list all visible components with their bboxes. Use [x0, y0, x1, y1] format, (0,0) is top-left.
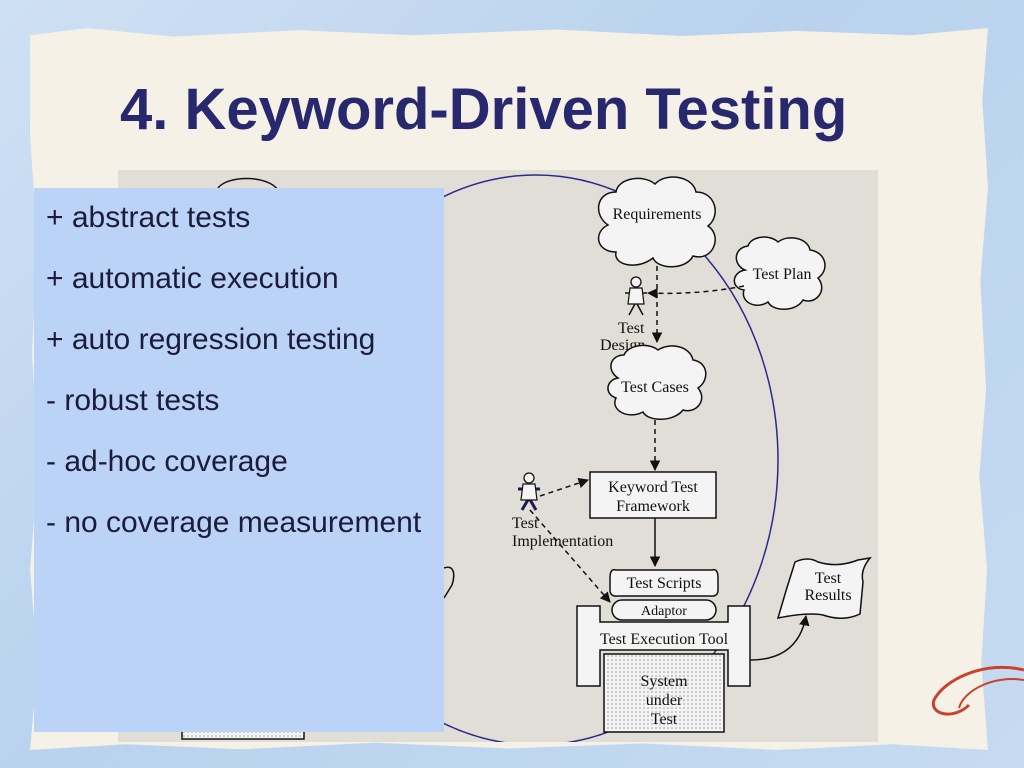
test-design-person-icon	[625, 276, 647, 316]
test-execution-tool-label: Test Execution Tool	[600, 631, 729, 648]
test-results-document	[776, 556, 872, 619]
arrow-tool-to-results	[749, 614, 810, 661]
test-scripts-label: Test Scripts	[627, 575, 702, 592]
bullet-item: - ad-hoc coverage	[46, 445, 288, 478]
test-plan-label: Test Plan	[753, 266, 812, 283]
bullet-item: + automatic execution	[46, 262, 339, 295]
arrow-plan-to-design	[646, 285, 745, 299]
test-results-label-2: Results	[804, 587, 851, 604]
hidden-doc-fragment	[443, 566, 455, 599]
test-execution-tool-box	[576, 605, 751, 687]
test-implementation-person-icon	[518, 472, 540, 511]
bullet-list: + abstract tests + automatic execution +…	[46, 198, 434, 542]
hidden-cloud-fragment	[217, 177, 279, 191]
test-results-label-1: Test	[815, 570, 842, 587]
test-scripts-box	[609, 568, 719, 597]
keyword-framework-label-1: Keyword Test	[608, 479, 698, 496]
keyword-framework-label-2: Framework	[616, 498, 690, 515]
test-implementation-label-1: Test	[512, 515, 539, 532]
sut-label-1: System	[640, 673, 688, 690]
test-cases-label: Test Cases	[621, 379, 689, 396]
sut-label-3: Test	[651, 711, 678, 728]
bullet-item: + abstract tests	[46, 201, 251, 234]
slide-title: 4. Keyword-Driven Testing	[120, 77, 848, 142]
decorative-swirl	[931, 665, 1024, 716]
test-cases-cloud	[607, 344, 707, 420]
requirements-label: Requirements	[613, 206, 702, 223]
test-design-label-1: Test	[618, 320, 645, 337]
bullet-panel: + abstract tests + automatic execution +…	[34, 188, 444, 732]
arrow-implementer-to-framework	[539, 478, 589, 497]
sut-label-2: under	[646, 692, 683, 709]
arrow-implementer-to-adaptor	[529, 509, 611, 603]
keyword-framework-box	[589, 471, 717, 519]
test-implementation-label-2: Implementation	[512, 533, 613, 550]
bullet-item: + auto regression testing	[46, 323, 376, 356]
test-plan-cloud	[733, 236, 826, 310]
system-under-test-box	[603, 653, 725, 733]
adaptor-box	[611, 599, 717, 621]
bullet-item: - robust tests	[46, 384, 220, 417]
adaptor-label: Adaptor	[641, 604, 687, 619]
bullet-item: - no coverage measurement	[46, 506, 422, 539]
requirements-cloud	[597, 176, 716, 268]
